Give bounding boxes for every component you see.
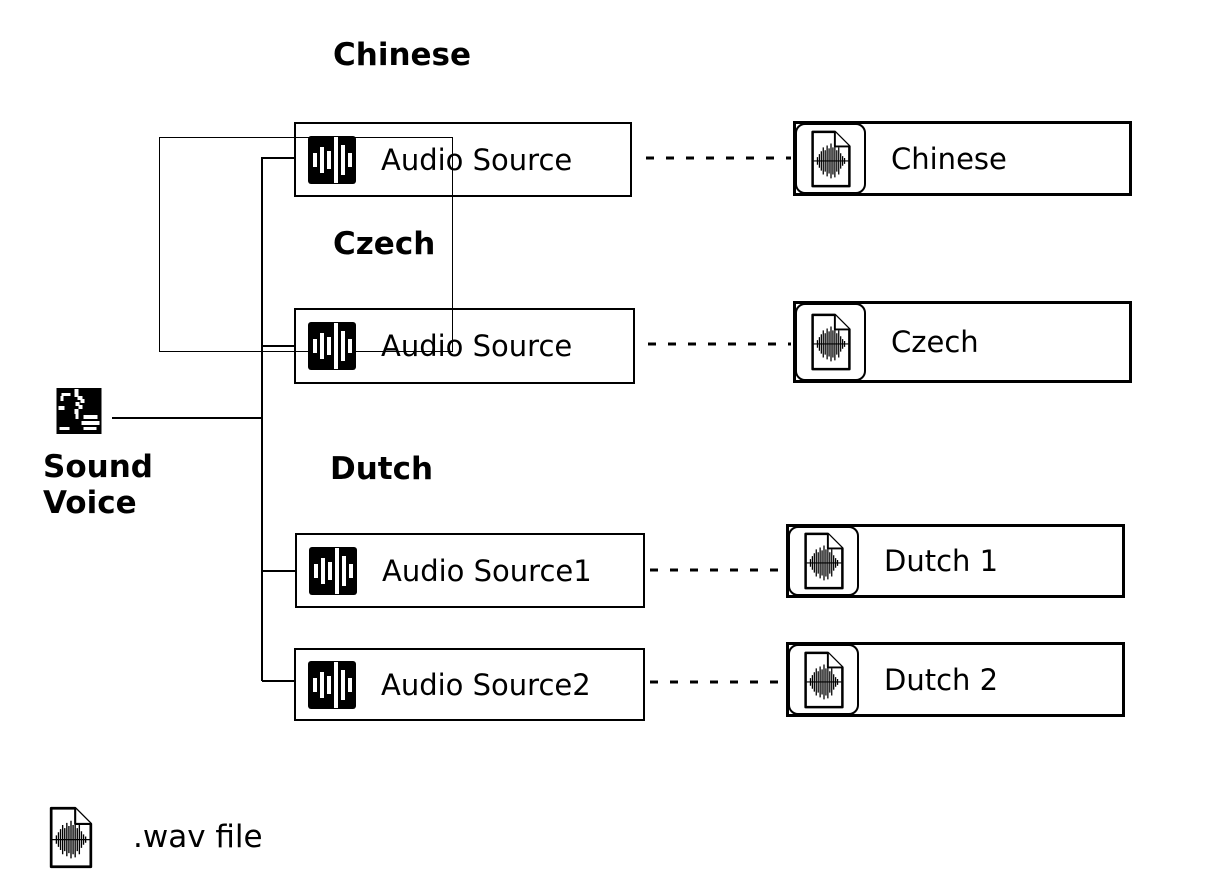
wav-output-box-dutch2: Dutch 2	[786, 642, 1125, 717]
wav-icon-plate	[795, 303, 866, 381]
speaking-person-icon	[56, 388, 102, 434]
audio-source-box-dutch1: Audio Source1	[295, 533, 645, 608]
wav-icon-plate	[795, 123, 866, 194]
wav-output-box-chinese: Chinese	[793, 121, 1132, 196]
wav-file-icon	[808, 312, 854, 372]
wav-file-icon	[801, 650, 847, 710]
waveform-icon	[308, 661, 356, 709]
connector-loop-rectangle	[159, 137, 453, 352]
wav-output-label: Czech	[891, 325, 979, 359]
audio-source-label: Audio Source	[381, 142, 573, 177]
group-header-chinese: Chinese	[333, 37, 472, 73]
wav-output-box-dutch1: Dutch 1	[786, 524, 1125, 598]
wav-output-label: Dutch 1	[884, 544, 999, 578]
audio-source-box-czech: Audio Source	[294, 308, 635, 384]
waveform-icon	[308, 322, 356, 370]
wav-output-box-czech: Czech	[793, 301, 1132, 383]
wav-file-icon	[47, 805, 95, 870]
wav-icon-plate	[788, 644, 859, 715]
audio-source-label: Audio Source	[381, 329, 573, 363]
legend-label: .wav file	[133, 819, 263, 855]
group-header-dutch: Dutch	[330, 451, 434, 487]
audio-source-box-chinese: Audio Source	[294, 122, 632, 197]
wav-file-icon	[801, 531, 847, 591]
wav-output-label: Chinese	[891, 141, 1007, 176]
wav-output-label: Dutch 2	[884, 662, 999, 697]
waveform-icon	[309, 547, 357, 595]
audio-source-label: Audio Source2	[381, 667, 591, 702]
wav-icon-plate	[788, 526, 859, 596]
trunk-line	[261, 157, 294, 681]
audio-source-label: Audio Source1	[382, 553, 592, 588]
sound-voice-label: Sound Voice	[43, 449, 153, 521]
group-header-czech: Czech	[333, 226, 436, 262]
waveform-icon	[308, 136, 356, 184]
wav-file-icon	[808, 129, 854, 189]
audio-source-box-dutch2: Audio Source2	[294, 648, 645, 721]
